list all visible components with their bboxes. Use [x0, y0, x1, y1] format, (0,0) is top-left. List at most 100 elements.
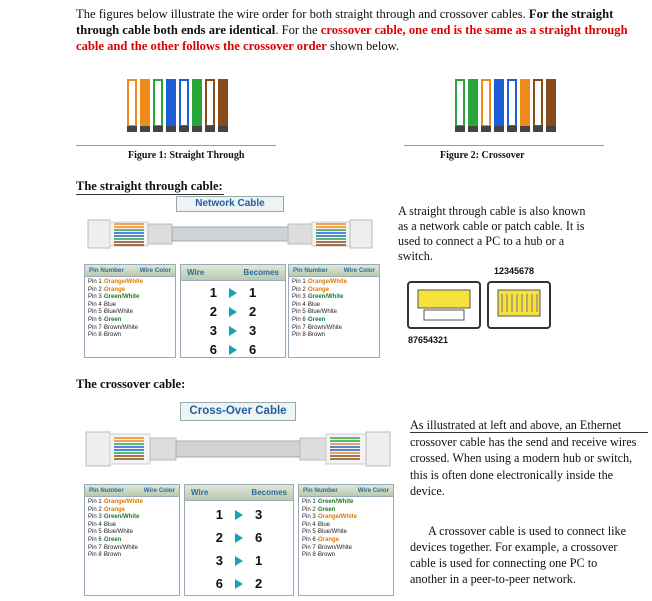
wire-color-header: Wire Color: [143, 487, 175, 494]
pin-row: Pin 4 -Blue: [88, 522, 176, 530]
arrow-right-icon: [229, 325, 237, 336]
pin-number: Pin 7 -: [88, 544, 106, 551]
arrow-right-icon: [235, 509, 243, 520]
wire-color: Orange: [104, 286, 126, 293]
wire-color: Orange: [104, 506, 126, 513]
pin-number: Pin 8 -: [88, 332, 106, 339]
intro-text-5: shown below.: [326, 39, 400, 53]
pin-number: Pin 5 -: [302, 529, 320, 536]
pin-number-header: Pin Number: [89, 267, 124, 274]
figure-1-wire: [140, 79, 150, 127]
figure-1-wires: [127, 79, 228, 132]
figure-1-wire-tip: [140, 126, 150, 132]
figure-1-wire-tip: [205, 126, 215, 132]
pin-number: Pin 1 -: [302, 499, 320, 505]
figure-1-wire-tip: [218, 126, 228, 132]
wire-color: Green/White: [104, 294, 140, 301]
pin-number: Pin 5 -: [88, 309, 106, 316]
pin-number: Pin 5 -: [88, 529, 106, 536]
pin-row: Pin 1 -Orange/White: [88, 279, 172, 287]
crossover-description-2: A crossover cable is used to connect lik…: [410, 524, 626, 586]
pin-row: Pin 8 -Brown: [302, 552, 390, 560]
pin-row: Pin 4 -Blue: [292, 302, 376, 310]
pin-number: Pin 1 -: [292, 279, 310, 285]
pin-row: Pin 8 -Brown: [292, 332, 376, 340]
wire-color: Orange/White: [318, 514, 358, 521]
pin-row: Pin 5 -Blue/White: [88, 309, 172, 317]
arrow-right-icon: [229, 344, 237, 355]
wire-color: Blue: [308, 301, 321, 308]
wire-to: 3: [249, 323, 257, 338]
pin-number: Pin 7 -: [292, 324, 310, 331]
pin-row: Pin 1 -Orange/White: [88, 499, 176, 507]
crossover-left-pin-table: Pin Number Wire Color Pin 1 -Orange/White…: [84, 484, 180, 596]
pin-row: Pin 3 -Green/White: [88, 294, 172, 302]
pin-row: Pin 6 -Green: [88, 317, 172, 325]
wire-to: 6: [249, 342, 257, 357]
pin-row: Pin 7 -Brown/White: [302, 545, 390, 553]
pin-number: Pin 4 -: [302, 521, 320, 528]
wire-color: Blue/White: [308, 309, 338, 316]
wire-color: Green: [104, 316, 122, 323]
wire-from: 2: [215, 530, 223, 545]
pin-number-header: Pin Number: [89, 487, 124, 494]
figure-2-wire: [494, 79, 504, 127]
crossover-cable-image: [85, 431, 391, 467]
pin-row: Pin 6 -Green: [292, 317, 376, 325]
becomes-header: Becomes: [251, 488, 287, 497]
figure-2-wire: [520, 79, 530, 127]
pin-number: Pin 2 -: [88, 506, 106, 513]
pin-number: Pin 5 -: [292, 309, 310, 316]
intro-text-red: crossover cable, one end is the same as …: [76, 23, 628, 53]
pin-row: Pin 3 -Orange/White: [302, 514, 390, 522]
figure-2-wire: [468, 79, 478, 127]
wire-color: Orange: [308, 286, 330, 293]
wire-to: 3: [255, 507, 263, 522]
wire-color: Brown: [104, 332, 122, 339]
wire-from: 1: [215, 507, 223, 522]
pin-number: Pin 4 -: [88, 521, 106, 528]
wire-color: Blue: [318, 521, 331, 528]
pin-row: Pin 5 -Blue/White: [88, 529, 176, 537]
arrow-right-icon: [235, 532, 243, 543]
wire-color: Brown/White: [308, 324, 343, 331]
wire-color: Orange/White: [308, 279, 348, 285]
pin-number: Pin 3 -: [292, 294, 310, 301]
arrow-right-icon: [229, 306, 237, 317]
crossover-cable-title: Cross-Over Cable: [180, 402, 296, 421]
pin-row: Pin 2 -Orange: [88, 507, 176, 515]
wire-to: 6: [255, 530, 263, 545]
figure-1-wire-tip: [166, 126, 176, 132]
pin-number: Pin 2 -: [302, 506, 320, 513]
pin-number: Pin 8 -: [292, 332, 310, 339]
figure-2: [404, 72, 604, 162]
pin-number: Pin 2 -: [88, 286, 106, 293]
wire-color: Green: [318, 506, 336, 513]
pin-row: Pin 5 -Blue/White: [292, 309, 376, 317]
pin-row: Pin 1 -Green/White: [302, 499, 390, 507]
becomes-header: Becomes: [243, 268, 279, 277]
wire-color: Orange/White: [104, 499, 144, 505]
wire-color: Brown: [308, 332, 326, 339]
wire-color: Brown: [318, 552, 336, 559]
intro-text-bold: For the straight through cable both ends…: [76, 7, 614, 37]
wire-color: Green: [104, 536, 122, 543]
pin-number-header: Pin Number: [293, 267, 328, 274]
figure-2-wire: [481, 79, 491, 127]
figure-1-wire: [166, 79, 176, 127]
straight-cable-title: Network Cable: [176, 196, 284, 212]
arrow-right-icon: [235, 578, 243, 589]
figure-1-wire-tip: [179, 126, 189, 132]
figure-2-wire-tip: [481, 126, 491, 132]
pin-row: Pin 1 -Orange/White: [292, 279, 376, 287]
pin-number: Pin 6 -: [292, 316, 310, 323]
rj45-connector-icon: [407, 281, 551, 329]
